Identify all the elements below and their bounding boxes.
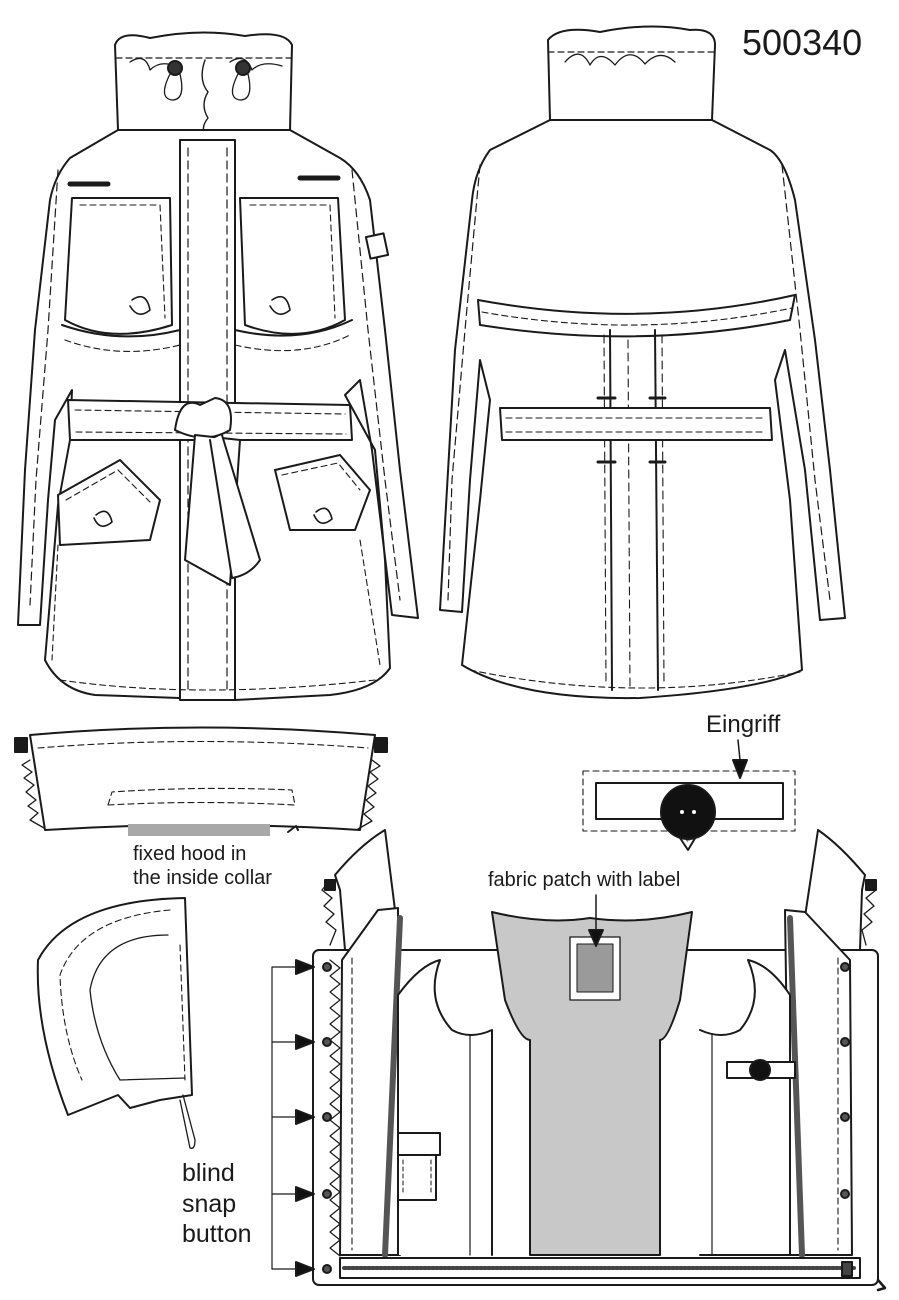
collar-detail [15, 728, 387, 836]
hood-detail [38, 898, 195, 1148]
front-view [18, 32, 418, 700]
back-view [440, 26, 845, 698]
snap-arrows [272, 960, 314, 1276]
snap-button-dots [323, 963, 849, 1273]
blind-snap-caption: blind snap button [182, 1159, 252, 1248]
drawcord-toggle [164, 61, 250, 100]
eingriff-label: Eingriff [706, 711, 781, 738]
hood-caption: fixed hood in the inside collar [133, 843, 272, 889]
inside-view [313, 830, 885, 1290]
eingriff-detail [583, 740, 795, 850]
article-number: 500340 [742, 22, 863, 63]
fabric-patch-caption: fabric patch with label [488, 869, 681, 891]
